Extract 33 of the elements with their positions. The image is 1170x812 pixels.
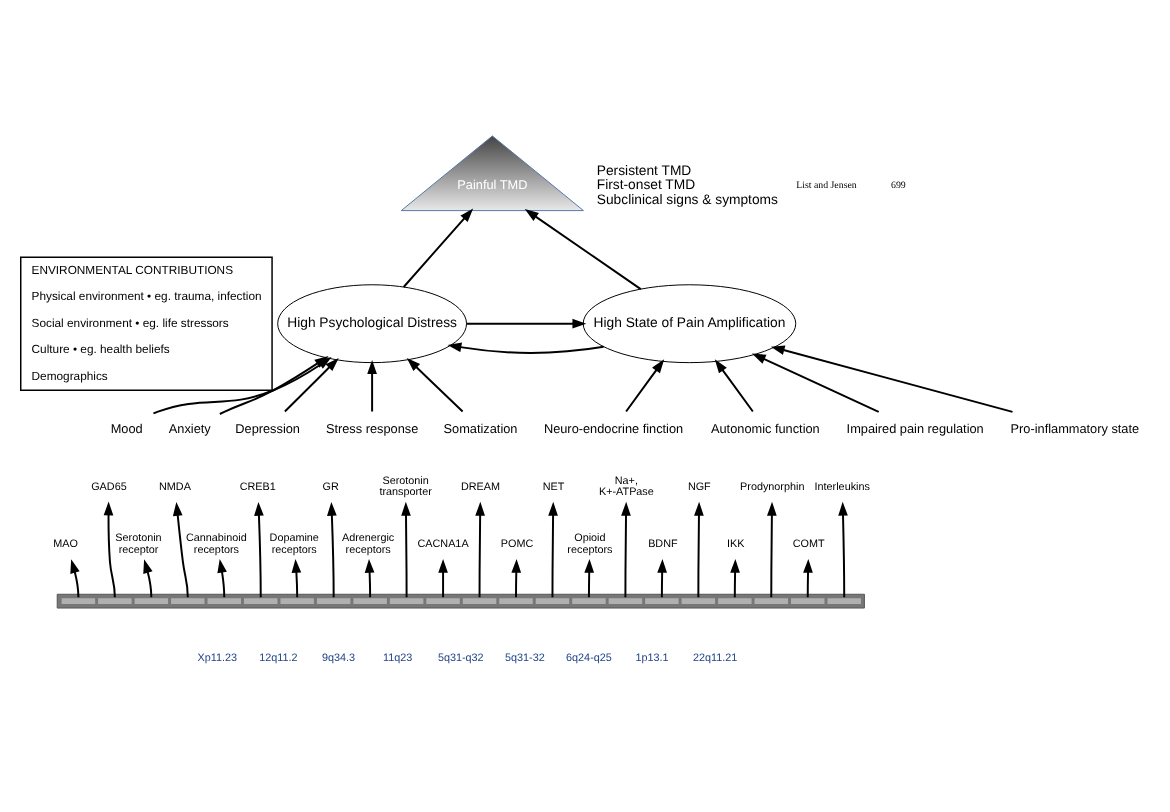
arrow (218, 356, 329, 415)
arrow (70, 559, 80, 599)
arrow (402, 208, 474, 288)
arrow (584, 558, 595, 599)
arrow (367, 360, 377, 413)
arrow (751, 353, 880, 413)
arrow (172, 501, 189, 599)
arrow (327, 501, 337, 599)
arrow (714, 359, 754, 413)
arrow (524, 209, 642, 291)
arrow (548, 501, 558, 599)
arrow (475, 501, 485, 599)
arrow (217, 558, 227, 599)
arrow (767, 501, 777, 599)
arrow (406, 357, 464, 413)
arrow (465, 318, 587, 329)
arrow (838, 501, 848, 599)
arrow (254, 501, 264, 599)
arrow (401, 501, 411, 599)
arrow (438, 558, 448, 599)
arrow (511, 558, 522, 599)
arrow (291, 558, 302, 599)
arrow (803, 558, 813, 599)
arrow (694, 501, 704, 599)
arrow (621, 501, 631, 599)
arrow (657, 558, 667, 599)
arrow (730, 558, 740, 599)
arrow (103, 501, 116, 599)
arrow (364, 558, 375, 599)
arrow (447, 342, 605, 354)
arrow (625, 359, 665, 413)
arrow (770, 345, 1014, 413)
arrow (143, 559, 153, 599)
